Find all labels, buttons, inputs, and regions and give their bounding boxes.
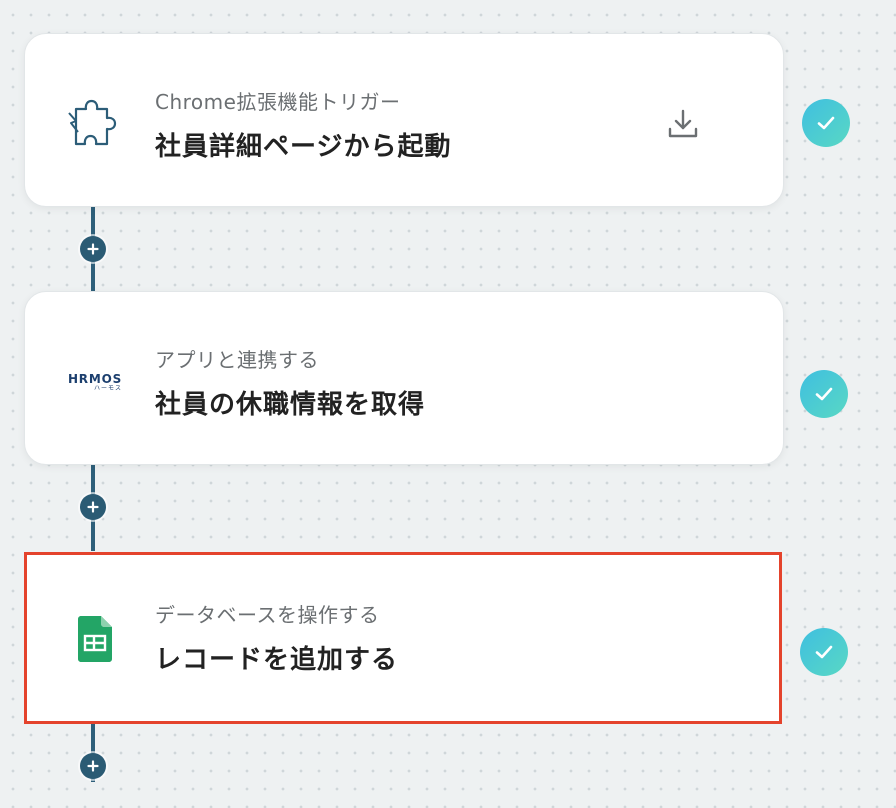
add-step-button[interactable] [80, 236, 106, 262]
step-complete-check-icon [802, 99, 850, 147]
google-sheets-icon [65, 609, 125, 669]
step-complete-check-icon [800, 628, 848, 676]
hrmos-logo-subtext: ハーモス [94, 384, 123, 392]
flow-step-card-trigger[interactable]: Chrome拡張機能トリガー 社員詳細ページから起動 [24, 33, 784, 207]
add-step-button[interactable] [80, 753, 106, 779]
flow-connector [91, 722, 95, 782]
step-type-label: データベースを操作する [155, 603, 380, 627]
flow-step-card-database[interactable]: データベースを操作する レコードを追加する [24, 552, 782, 724]
hrmos-logo: HRMOS ハーモス [65, 352, 125, 412]
step-type-label: Chrome拡張機能トリガー [155, 90, 401, 114]
flow-step-card-app[interactable]: HRMOS ハーモス アプリと連携する 社員の休職情報を取得 [24, 291, 784, 465]
add-step-button[interactable] [80, 494, 106, 520]
hrmos-logo-text: HRMOS [67, 371, 123, 386]
step-title: レコードを追加する [155, 645, 399, 675]
step-type-label: アプリと連携する [155, 348, 319, 372]
puzzle-piece-icon [65, 94, 125, 154]
download-icon[interactable] [663, 104, 703, 144]
step-complete-check-icon [800, 370, 848, 418]
step-title: 社員詳細ページから起動 [155, 132, 452, 162]
step-title: 社員の休職情報を取得 [155, 390, 426, 420]
